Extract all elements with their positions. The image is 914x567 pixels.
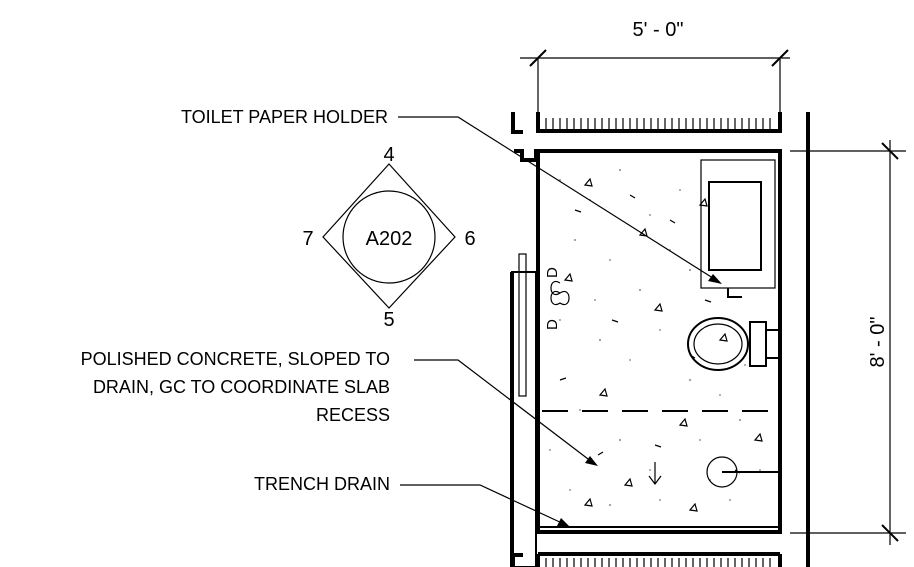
section-marker-south: 5 — [383, 309, 394, 331]
dimension-height — [790, 140, 906, 545]
walls — [510, 112, 810, 567]
dimension-width — [520, 49, 790, 112]
door-tag-top: D — [544, 267, 561, 278]
width-dimension-label: 5' - 0" — [633, 19, 684, 41]
top-wall-hatch — [545, 118, 771, 130]
height-dimension-label: 8' - 0" — [867, 317, 889, 368]
leader-trench-drain — [400, 484, 570, 527]
lavatory-sink-icon — [700, 159, 776, 289]
callout-polished-concrete-line2: DRAIN, GC TO COORDINATE SLAB — [93, 377, 390, 397]
callout-trench-drain: TRENCH DRAIN — [254, 474, 390, 494]
callout-polished-concrete-line3: RECESS — [316, 405, 390, 425]
door-icon — [518, 253, 570, 397]
section-marker-id: A202 — [366, 228, 413, 250]
shower-drain-icon — [706, 456, 778, 488]
section-marker-north: 4 — [383, 144, 394, 166]
leader-polished-concrete — [414, 359, 598, 466]
door-tag-bottom: D — [544, 319, 561, 330]
callout-toilet-paper-holder: TOILET PAPER HOLDER — [181, 107, 388, 127]
section-marker-icon — [322, 163, 456, 309]
bottom-wall-hatch — [545, 558, 771, 567]
section-marker-east: 6 — [464, 228, 475, 250]
callout-polished-concrete-line1: POLISHED CONCRETE, SLOPED TO — [81, 349, 390, 369]
leader-toilet-paper-holder — [398, 116, 722, 284]
section-marker-west: 7 — [302, 228, 313, 250]
slope-arrow-icon — [648, 462, 662, 485]
toilet-paper-holder-icon — [727, 288, 742, 298]
toilet-icon — [687, 317, 778, 371]
